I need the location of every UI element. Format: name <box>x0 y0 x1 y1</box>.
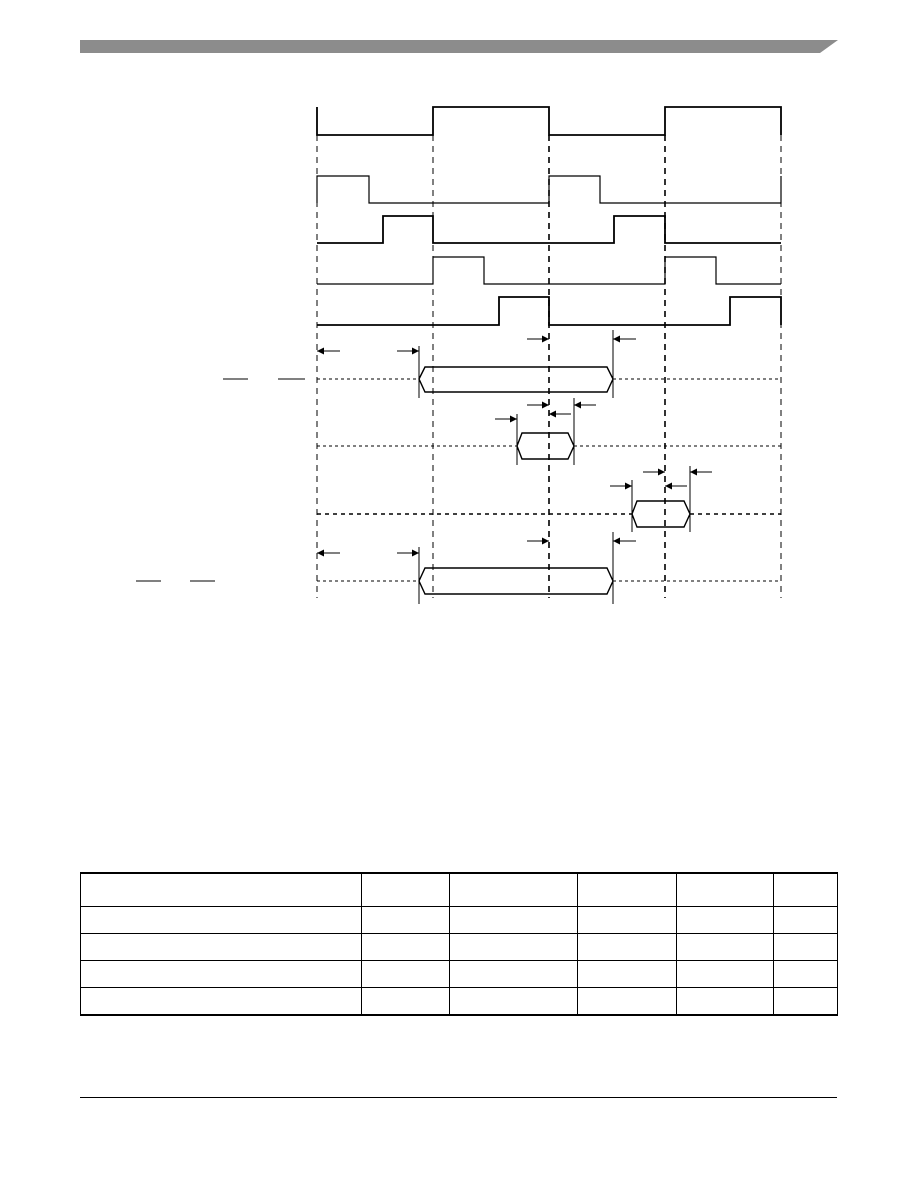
valid-data-window <box>418 366 614 393</box>
table-cell <box>80 933 362 961</box>
header-band <box>80 40 838 53</box>
phase-waveform-2 <box>317 215 781 244</box>
table-cell <box>773 987 838 1016</box>
phase-waveform-4 <box>317 296 782 326</box>
spec-table <box>80 872 838 1016</box>
table-row <box>80 987 838 1016</box>
valid-data-window <box>631 500 691 528</box>
bus-row-1 <box>223 330 781 398</box>
footer-rule <box>80 1097 837 1098</box>
phase-waveform-1 <box>316 175 782 204</box>
table-row <box>80 933 838 961</box>
table-cell <box>80 960 362 988</box>
table-cell <box>361 987 450 1016</box>
table-cell <box>361 872 450 907</box>
valid-data-window <box>516 432 575 460</box>
table-cell <box>80 906 362 934</box>
phase-waveform-3 <box>317 256 781 285</box>
table-cell <box>449 933 578 961</box>
bus-row-4 <box>136 532 781 604</box>
table-cell <box>676 933 774 961</box>
table-cell <box>577 933 677 961</box>
page-header-bar <box>80 40 838 53</box>
table-cell <box>577 906 677 934</box>
table-cell <box>449 987 578 1016</box>
table-cell <box>449 906 578 934</box>
table-cell <box>577 987 677 1016</box>
timing-diagram <box>136 106 782 604</box>
table-cell <box>676 906 774 934</box>
table-cell <box>676 960 774 988</box>
valid-data-window <box>418 567 614 595</box>
table-cell <box>676 872 774 907</box>
bus-row-3 <box>317 466 781 532</box>
table-cell <box>773 960 838 988</box>
table-cell <box>80 987 362 1016</box>
table-cell <box>361 933 450 961</box>
table-header-row <box>80 872 838 907</box>
table-cell <box>577 872 677 907</box>
bus-row-2 <box>317 398 781 465</box>
table-cell <box>773 872 838 907</box>
table-cell <box>449 960 578 988</box>
clock-waveform <box>316 106 782 136</box>
table-cell <box>80 872 362 907</box>
table-cell <box>361 960 450 988</box>
table-cell <box>577 960 677 988</box>
table-cell <box>773 933 838 961</box>
table-row <box>80 960 838 988</box>
table-cell <box>449 872 578 907</box>
table-cell <box>361 906 450 934</box>
table-row <box>80 906 838 934</box>
table-cell <box>773 906 838 934</box>
table-cell <box>676 987 774 1016</box>
